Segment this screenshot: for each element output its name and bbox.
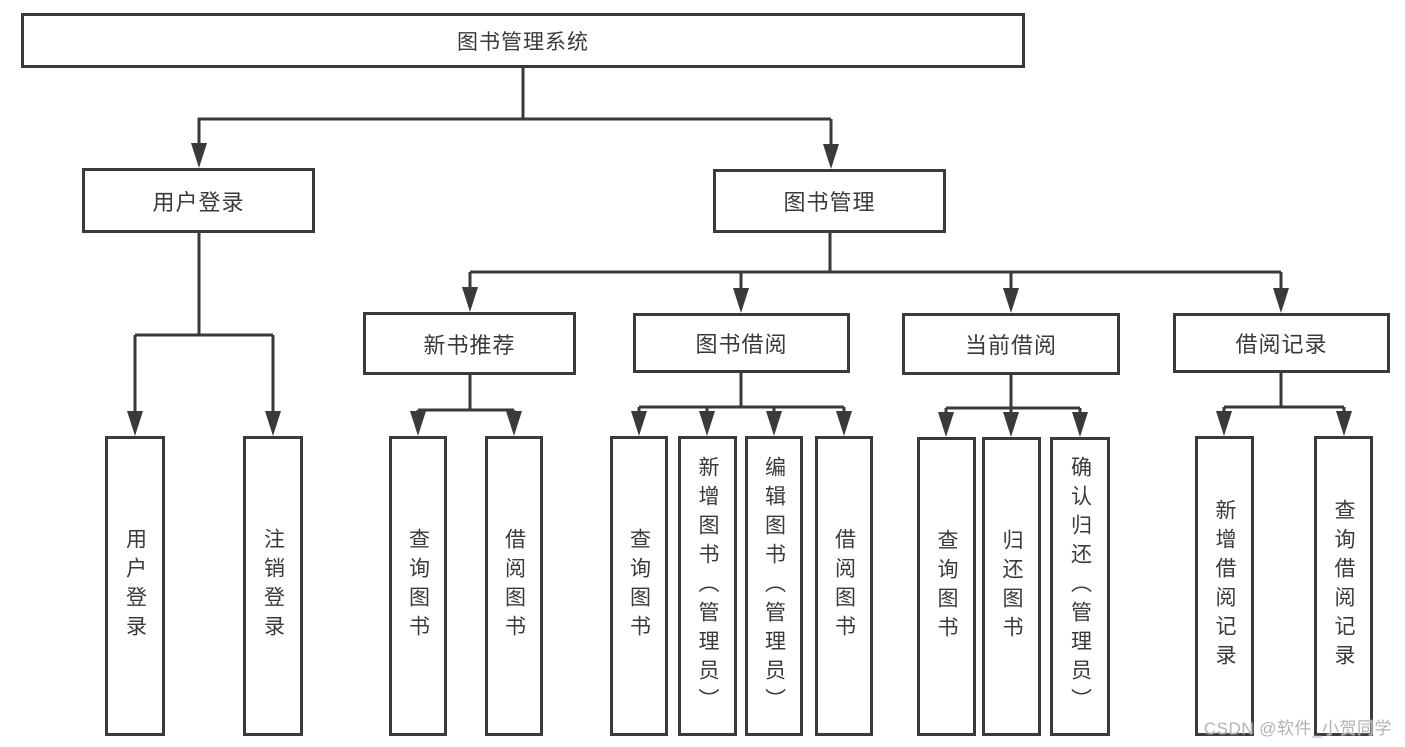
node-label: 图书管理 (783, 190, 876, 215)
node-label: 图书管理系统 (457, 30, 589, 54)
leaf-query-books-recommend: 查询图书 (389, 436, 447, 736)
node-borrow-records: 借阅记录 (1173, 313, 1390, 373)
leaf-confirm-return-admin: 确认归还（管理员） (1050, 437, 1110, 736)
arrowheads (127, 143, 1352, 437)
leaf-add-book-admin: 新增图书（管理员） (678, 436, 737, 736)
node-new-book-recommend: 新书推荐 (363, 312, 576, 375)
node-label: 查询借阅记录 (1332, 499, 1355, 673)
node-label: 图书借阅 (695, 332, 788, 357)
node-library-management-system: 图书管理系统 (21, 13, 1025, 68)
node-label: 注销登录 (261, 528, 285, 644)
node-label: 用户登录 (152, 189, 245, 215)
node-label: 借阅图书 (502, 528, 526, 644)
node-label: 查询图书 (627, 528, 651, 644)
leaf-add-borrow-record: 新增借阅记录 (1195, 436, 1254, 736)
node-label: 用户登录 (123, 528, 147, 644)
leaf-borrow-books-recommend: 借阅图书 (485, 436, 543, 736)
leaf-return-book: 归还图书 (982, 437, 1041, 736)
leaf-user-login: 用户登录 (105, 436, 165, 736)
node-label: 查询图书 (935, 528, 958, 645)
leaf-query-borrow-record: 查询借阅记录 (1314, 436, 1373, 736)
node-label: 确认归还（管理员） (1068, 456, 1092, 717)
csdn-watermark: CSDN @软件_小贺同学 (1203, 719, 1392, 738)
leaf-query-books-current: 查询图书 (917, 437, 976, 736)
leaf-borrow-books: 借阅图书 (815, 436, 873, 736)
node-user-login: 用户登录 (82, 168, 315, 233)
node-label: 编辑图书（管理员） (762, 455, 786, 717)
node-current-borrow: 当前借阅 (902, 313, 1120, 375)
node-label: 新增借阅记录 (1213, 499, 1236, 673)
node-label: 查询图书 (406, 528, 430, 644)
node-label: 借阅图书 (832, 528, 856, 644)
leaf-edit-book-admin: 编辑图书（管理员） (745, 436, 803, 736)
leaf-query-books-borrow: 查询图书 (610, 436, 668, 736)
node-label: 当前借阅 (964, 333, 1057, 358)
node-book-management: 图书管理 (713, 169, 946, 233)
leaf-logout-login: 注销登录 (243, 436, 303, 736)
node-label: 新增图书（管理员） (696, 455, 719, 717)
node-label: 借阅记录 (1235, 332, 1328, 357)
node-label: 新书推荐 (423, 332, 516, 358)
node-book-borrow: 图书借阅 (633, 313, 850, 373)
node-label: 归还图书 (1000, 528, 1023, 645)
